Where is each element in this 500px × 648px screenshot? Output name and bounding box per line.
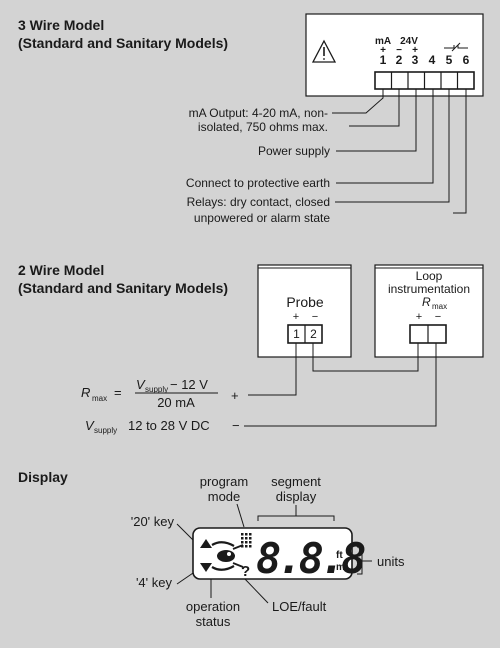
label-program-line2: mode — [208, 489, 241, 504]
fault-icon: ? — [241, 563, 250, 580]
terminal-1-plus: + — [380, 45, 386, 56]
label-operation-line1: operation — [186, 599, 240, 614]
probe-label: Probe — [286, 294, 324, 310]
formula-equals: = — [114, 385, 122, 400]
formula-r: R — [81, 385, 90, 400]
terminal-header-24v: 24V — [400, 36, 418, 47]
loop-plus: + — [416, 311, 422, 323]
title-display: Display — [18, 469, 68, 485]
terminal-number-1: 1 — [380, 53, 387, 67]
formula-numerator-rest: − 12 V — [170, 377, 208, 392]
title-2wire-line1: 2 Wire Model — [18, 262, 104, 278]
probe-minus: − — [312, 311, 318, 323]
supply-v: V — [85, 418, 95, 433]
label-program-line1: program — [200, 474, 248, 489]
terminal-2-minus: − — [396, 45, 402, 56]
probe-box: Probe + − 1 2 — [257, 264, 352, 358]
terminal-block-3wire — [374, 71, 475, 90]
probe-plus: + — [293, 311, 299, 323]
probe-terminal-1: 1 — [293, 327, 300, 341]
loop-label-line1: Loop — [416, 269, 443, 283]
probe-terminal-2: 2 — [310, 327, 317, 341]
label-protective-earth: Connect to protective earth — [186, 176, 330, 190]
label-20-key: '20' key — [131, 514, 175, 529]
label-loe-fault: LOE/fault — [272, 599, 327, 614]
loop-rmax-sub: max — [432, 302, 447, 311]
title-2wire-line2: (Standard and Sanitary Models) — [18, 280, 228, 296]
terminal-number-6: 6 — [463, 53, 470, 67]
loop-rmax: R — [422, 295, 431, 309]
label-relays-line1: Relays: dry contact, closed — [187, 195, 330, 209]
warning-icon — [311, 39, 337, 63]
loop-instrumentation-box: Loop instrumentation R max + − — [374, 264, 484, 358]
loop-minus: − — [435, 311, 441, 323]
label-ma-output-line2: isolated, 750 ohms max. — [198, 120, 328, 134]
wires-2wire — [244, 343, 437, 427]
lcd-display: ? 8.8.8 ft m — [192, 527, 369, 583]
terminal-number-2: 2 — [396, 53, 403, 67]
title-3wire-line1: 3 Wire Model — [18, 17, 104, 33]
loop-label-line2: instrumentation — [388, 282, 470, 296]
label-units: units — [377, 554, 405, 569]
display-leaders — [176, 503, 372, 604]
down-arrow-icon — [200, 563, 212, 572]
formula-v: V — [136, 377, 146, 392]
relay-contact-icon — [444, 42, 468, 52]
formula-v-sub: supply — [145, 385, 168, 394]
unit-m: m — [336, 562, 345, 573]
terminal-3-plus: + — [412, 45, 418, 56]
unit-ft: ft — [336, 550, 343, 561]
supply-minus: − — [232, 418, 240, 433]
rmax-formula: R max = V supply − 12 V 20 mA + — [81, 377, 239, 410]
label-operation-line2: status — [196, 614, 231, 629]
label-ma-output-line1: mA Output: 4-20 mA, non- — [189, 106, 328, 120]
label-segment-line2: display — [276, 489, 317, 504]
leader-lines-3wire — [332, 89, 467, 214]
formula-r-sub: max — [92, 394, 107, 403]
terminal-header-ma: mA — [375, 36, 391, 47]
formula-plus: + — [231, 388, 239, 403]
segment-digits: 8.8.8 — [256, 534, 365, 583]
up-arrow-icon — [200, 539, 212, 548]
program-mode-grid-icon — [241, 533, 252, 548]
supply-v-sub: supply — [94, 426, 117, 435]
supply-range: V supply 12 to 28 V DC − — [85, 418, 240, 435]
supply-range-text: 12 to 28 V DC — [128, 418, 210, 433]
label-power-supply: Power supply — [258, 144, 330, 158]
terminal-number-3: 3 — [412, 53, 419, 67]
title-3wire-line2: (Standard and Sanitary Models) — [18, 35, 228, 51]
operation-status-icon — [211, 541, 244, 571]
transmitter-3wire-box: mA 24V + − + 1 2 3 4 5 6 — [305, 13, 484, 97]
label-segment-line1: segment — [271, 474, 321, 489]
terminal-number-5: 5 — [446, 53, 453, 67]
label-relays-line2: unpowered or alarm state — [194, 211, 330, 225]
formula-denominator: 20 mA — [157, 395, 195, 410]
terminal-number-4: 4 — [429, 53, 436, 67]
label-4-key: '4' key — [136, 575, 173, 590]
